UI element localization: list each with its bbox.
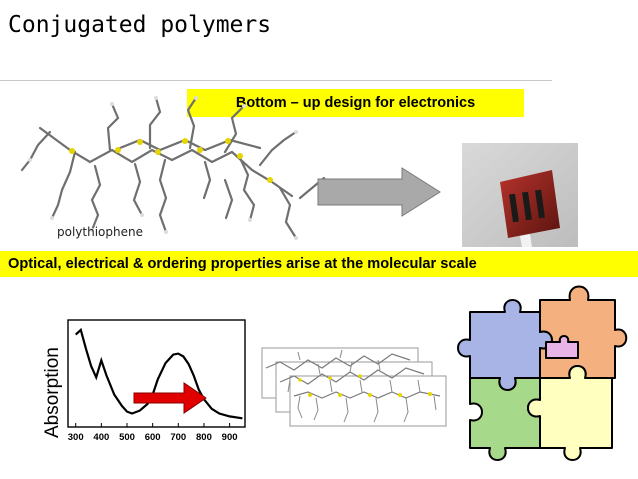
puzzle-piece-orange — [539, 285, 628, 379]
x-tick-label: 800 — [196, 432, 212, 443]
x-tick-label: 700 — [170, 432, 186, 443]
bottom-banner: Optical, electrical & ordering propertie… — [0, 251, 638, 277]
title-divider — [0, 80, 552, 81]
puzzle-piece-pink — [545, 335, 579, 359]
x-tick-label: 500 — [119, 432, 135, 443]
molecule-label: polythiophene — [57, 225, 143, 239]
puzzle-piece-blue — [457, 299, 553, 391]
x-tick-label: 900 — [222, 432, 238, 443]
puzzle-piece-green — [469, 377, 541, 461]
puzzle-piece-yellow — [527, 365, 613, 461]
x-tick-label: 600 — [145, 432, 161, 443]
x-tick-label: 400 — [93, 432, 109, 443]
y-axis-label: Absorption — [42, 347, 63, 438]
x-tick-label: 300 — [68, 432, 84, 443]
slide-title: Conjugated polymers — [8, 12, 272, 38]
top-banner: Bottom – up design for electronics — [187, 89, 524, 117]
red-shift-arrow-icon — [133, 382, 207, 414]
